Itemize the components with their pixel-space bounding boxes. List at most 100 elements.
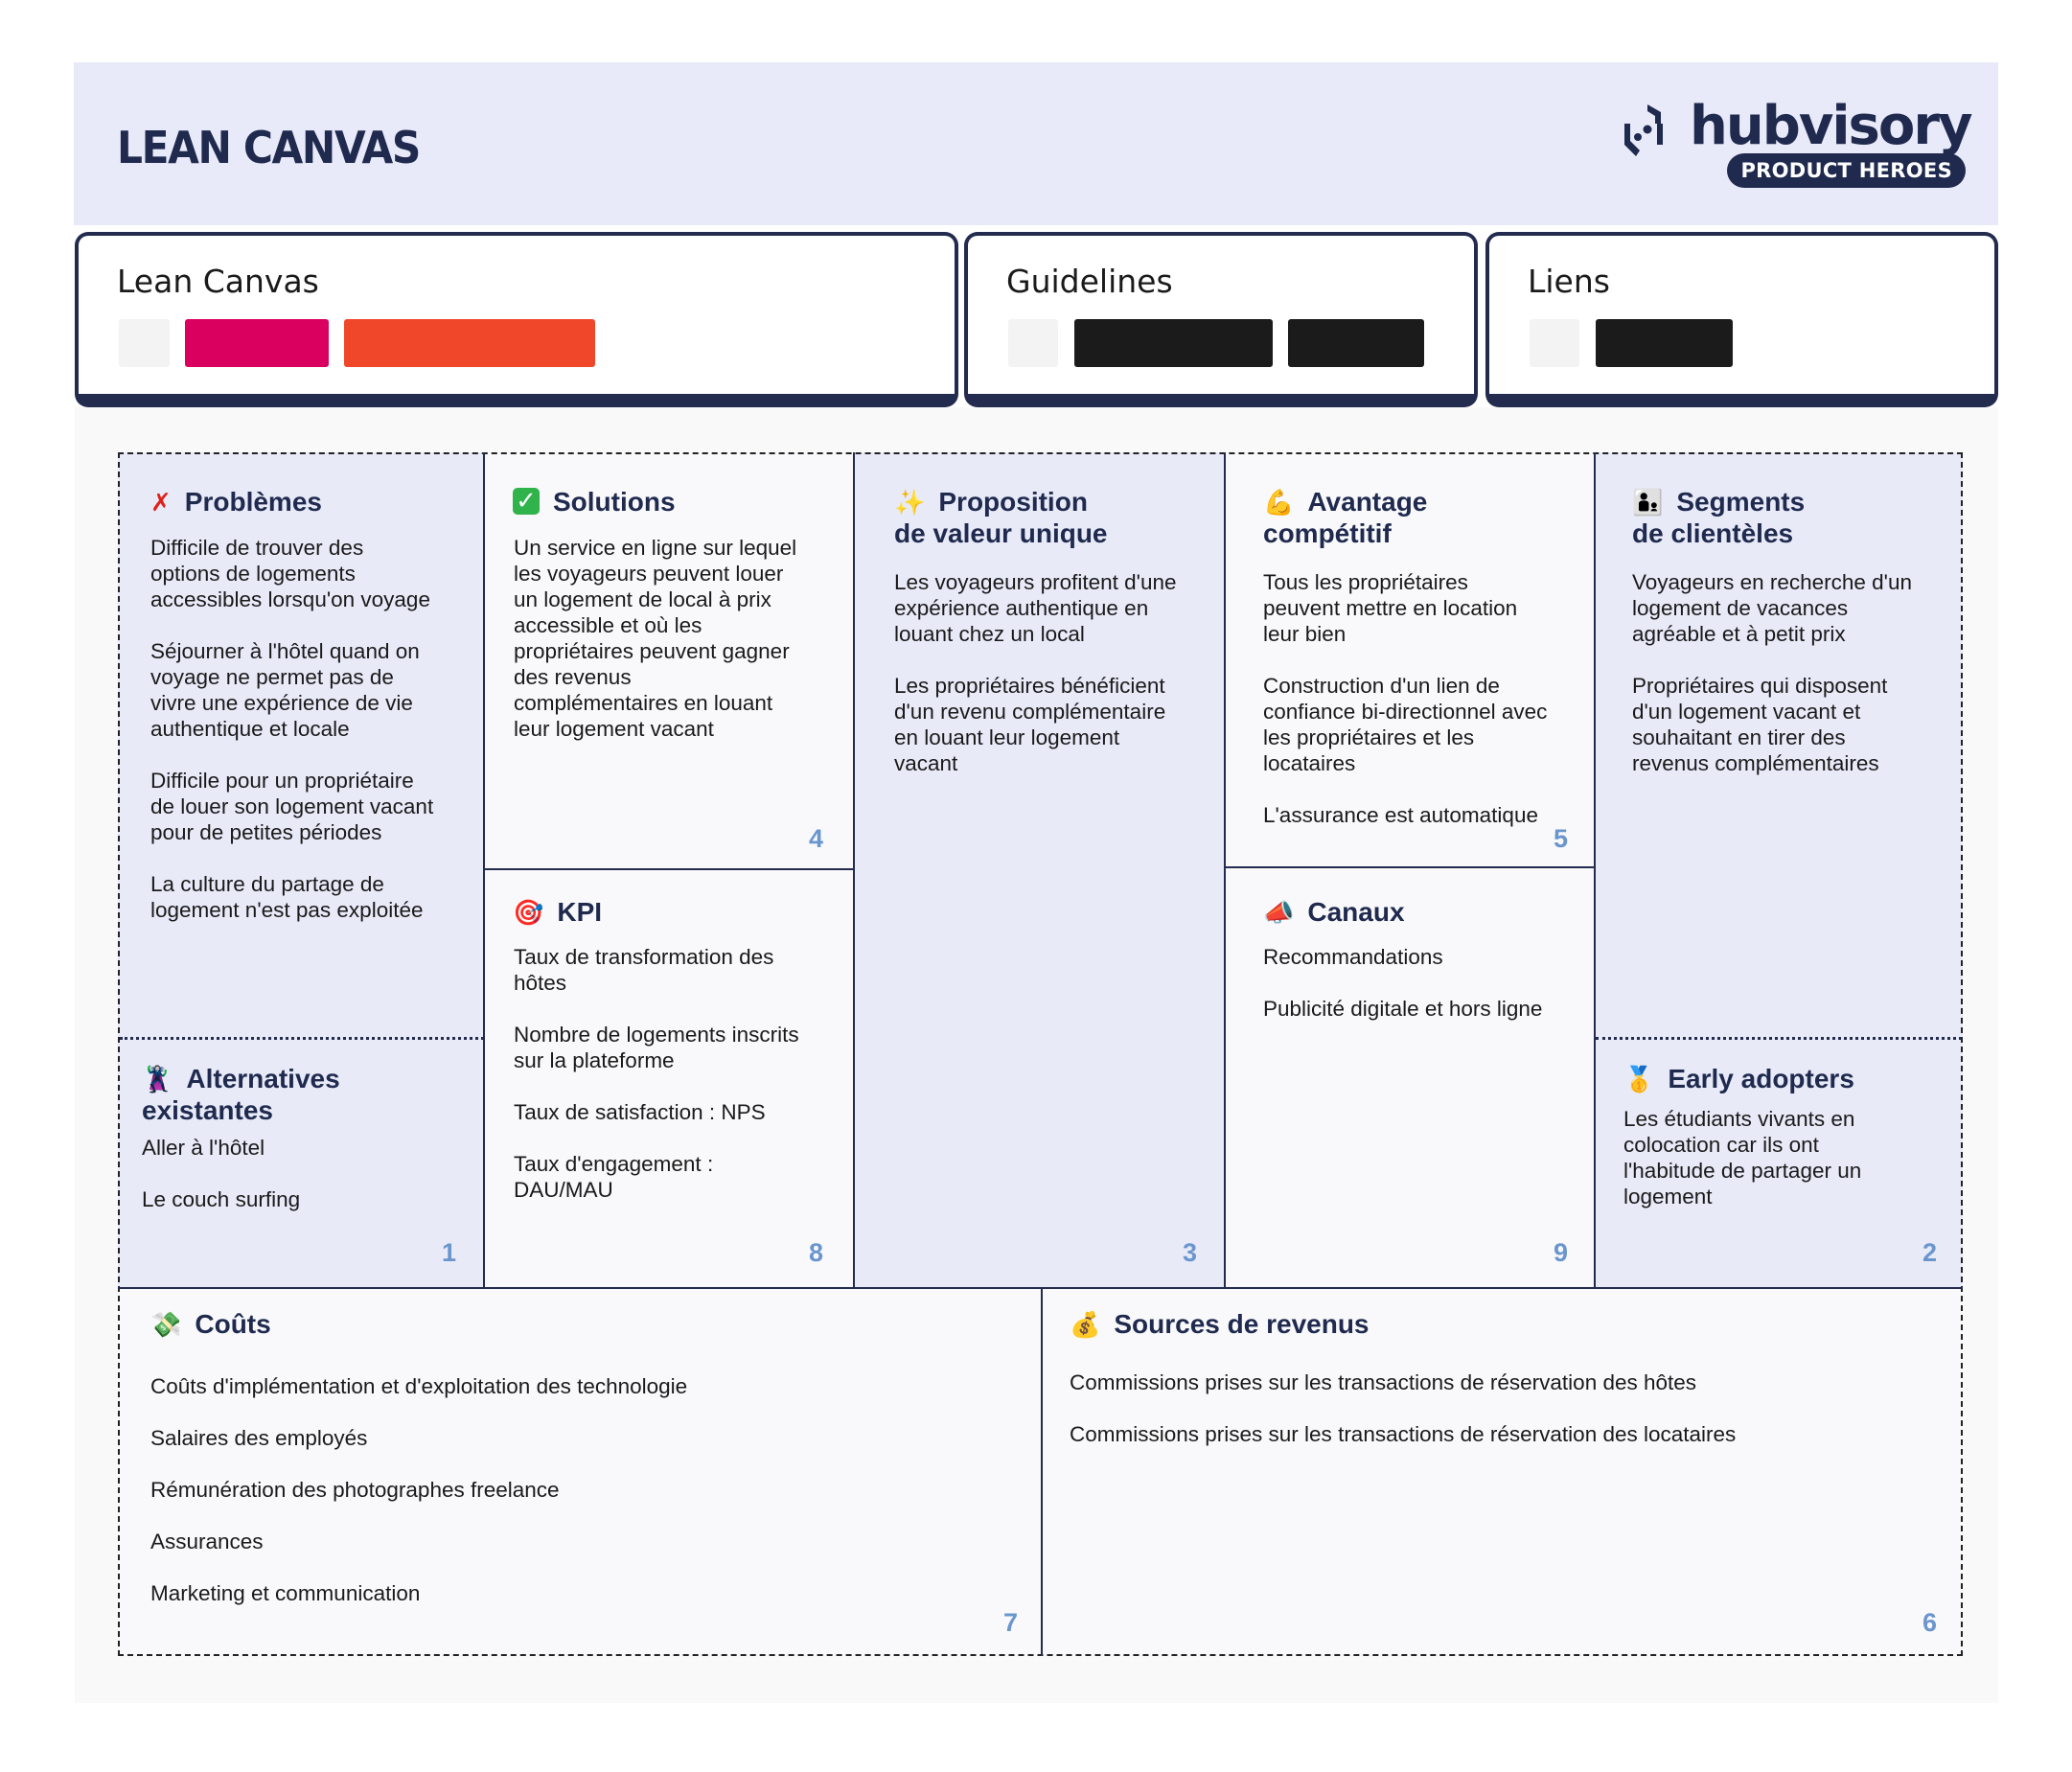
- canvas-grid-border: [118, 452, 1963, 1656]
- list-item: Taux d'engagement : DAU/MAU: [514, 1152, 714, 1202]
- tag-redacted[interactable]: [1596, 319, 1733, 367]
- divider: [1594, 452, 1596, 1288]
- advantage-heading: 💪Avantage compétitif: [1263, 487, 1428, 548]
- uvp-heading: ✨Proposition de valeur unique: [894, 487, 1108, 548]
- list-item: Propriétaires qui disposent d'un logemen…: [1632, 674, 1888, 775]
- list-item: Tous les propriétaires peuvent mettre en…: [1263, 570, 1518, 646]
- tab-title: Guidelines: [1006, 263, 1173, 300]
- cell-advantage-bg: [1225, 452, 1595, 1288]
- list-item: L'assurance est automatique: [1263, 803, 1538, 827]
- tag-placeholder[interactable]: [1530, 319, 1579, 367]
- list-item: Rémunération des photographes freelance: [150, 1478, 560, 1502]
- list-item: Assurances: [150, 1530, 264, 1553]
- logo-wordmark: hubvisory: [1690, 95, 1972, 157]
- cell-number: 9: [1554, 1238, 1569, 1267]
- logo-tagline: PRODUCT HEROES: [1727, 153, 1966, 188]
- uvp-list: Les voyageurs profitent d'une expérience…: [894, 569, 1182, 776]
- tag-magenta[interactable]: [185, 319, 329, 367]
- tab-liens[interactable]: Liens: [1485, 232, 1998, 407]
- hubvisory-logo-icon: [1624, 104, 1663, 156]
- cell-solutions-bg: [484, 452, 854, 1288]
- alternatives-heading: 🦹Alternatives existantes: [142, 1064, 340, 1125]
- cross-icon: ✗: [150, 489, 172, 518]
- cell-number: 7: [1003, 1608, 1019, 1637]
- divider: [853, 452, 855, 1288]
- divider: [484, 868, 854, 870]
- list-item: Recommandations: [1263, 945, 1443, 969]
- channels-list: Recommandations Publicité digitale et ho…: [1263, 944, 1551, 1022]
- tab-guidelines[interactable]: Guidelines: [964, 232, 1478, 407]
- segments-list: Voyageurs en recherche d'un logement de …: [1632, 569, 1920, 776]
- tag-placeholder[interactable]: [119, 319, 170, 367]
- list-item: Commissions prises sur les transactions …: [1070, 1422, 1737, 1446]
- list-item: Difficile de trouver des options de loge…: [150, 536, 430, 611]
- problems-heading: ✗Problèmes: [150, 487, 322, 518]
- list-item: Le couch surfing: [142, 1187, 301, 1211]
- header-banner: LEAN CANVAS hubvisory PRODUCT HEROES: [74, 62, 1998, 225]
- costs-heading: 💸Coûts: [150, 1309, 271, 1340]
- tag-orange[interactable]: [344, 319, 595, 367]
- cell-number: 3: [1183, 1238, 1198, 1267]
- cell-number: 4: [809, 824, 824, 853]
- tab-lean-canvas[interactable]: Lean Canvas: [75, 232, 958, 407]
- early-adopters-heading: 🥇Early adopters: [1623, 1064, 1854, 1094]
- divider: [1224, 452, 1226, 1288]
- cell-bottom-bg: [118, 1288, 1963, 1656]
- list-item: Commissions prises sur les transactions …: [1070, 1370, 1697, 1394]
- list-item: Les voyageurs profitent d'une expérience…: [894, 570, 1177, 646]
- divider: [483, 452, 485, 1288]
- cell-number: 8: [809, 1238, 824, 1267]
- cell-number: 6: [1922, 1608, 1938, 1637]
- money-with-wings-icon: 💸: [150, 1311, 182, 1340]
- tag-redacted[interactable]: [1074, 319, 1273, 367]
- cell-number: 5: [1554, 824, 1569, 853]
- list-item: Coûts d'implémentation et d'exploitation…: [150, 1374, 688, 1398]
- megaphone-icon: 📣: [1263, 899, 1295, 928]
- list-item: Voyageurs en recherche d'un logement de …: [1632, 570, 1912, 646]
- tab-title: Liens: [1528, 263, 1610, 300]
- dotted-divider: [120, 1037, 484, 1040]
- solutions-heading: ✓Solutions: [513, 487, 676, 518]
- hubvisory-logo[interactable]: hubvisory PRODUCT HEROES: [1621, 95, 1972, 195]
- supervillain-icon: 🦹: [142, 1066, 173, 1094]
- flexed-biceps-icon: 💪: [1263, 489, 1295, 518]
- cell-number: 1: [442, 1238, 457, 1267]
- list-item: Nombre de logements inscrits sur la plat…: [514, 1023, 799, 1072]
- sparkles-icon: ✨: [894, 489, 926, 518]
- tag-redacted[interactable]: [1288, 319, 1424, 367]
- solutions-list: Un service en ligne sur lequel les voyag…: [514, 535, 801, 742]
- revenue-list: Commissions prises sur les transactions …: [1070, 1369, 1932, 1447]
- list-item: Aller à l'hôtel: [142, 1136, 265, 1160]
- list-item: Taux de satisfaction : NPS: [514, 1100, 766, 1124]
- cell-uvp-bg: [854, 452, 1225, 1288]
- list-item: La culture du partage de logement n'est …: [150, 872, 424, 922]
- costs-list: Coûts d'implémentation et d'exploitation…: [150, 1373, 994, 1606]
- cell-segments-bg: [1595, 452, 1963, 1288]
- channels-heading: 📣Canaux: [1263, 897, 1405, 928]
- list-item: Publicité digitale et hors ligne: [1263, 997, 1543, 1021]
- list-item: Les étudiants vivants en colocation car …: [1623, 1107, 1862, 1208]
- family-icon: 👨‍👦: [1632, 489, 1664, 518]
- list-item: Taux de transformation des hôtes: [514, 945, 774, 995]
- list-item: Marketing et communication: [150, 1581, 421, 1605]
- list-item: Les propriétaires bénéficient d'un reven…: [894, 674, 1166, 775]
- cell-problems-bg: [118, 452, 484, 1288]
- problems-list: Difficile de trouver des options de loge…: [150, 535, 438, 923]
- check-icon: ✓: [513, 488, 540, 515]
- dotted-divider: [1596, 1037, 1962, 1040]
- kpi-heading: 🎯KPI: [513, 897, 603, 928]
- tag-placeholder[interactable]: [1008, 319, 1058, 367]
- divider: [118, 1287, 1963, 1289]
- early-adopters-list: Les étudiants vivants en colocation car …: [1623, 1106, 1911, 1209]
- page-title: LEAN CANVAS: [117, 122, 421, 173]
- tab-title: Lean Canvas: [117, 263, 319, 300]
- money-bag-icon: 💰: [1070, 1311, 1101, 1340]
- divider: [1225, 866, 1595, 868]
- target-icon: 🎯: [513, 899, 544, 928]
- alternatives-list: Aller à l'hôtel Le couch surfing: [142, 1135, 449, 1212]
- medal-icon: 🥇: [1623, 1066, 1655, 1094]
- advantage-list: Tous les propriétaires peuvent mettre en…: [1263, 569, 1551, 828]
- list-item: Difficile pour un propriétaire de louer …: [150, 769, 434, 844]
- revenue-heading: 💰Sources de revenus: [1070, 1309, 1370, 1340]
- segments-heading: 👨‍👦Segments de clientèles: [1632, 487, 1806, 548]
